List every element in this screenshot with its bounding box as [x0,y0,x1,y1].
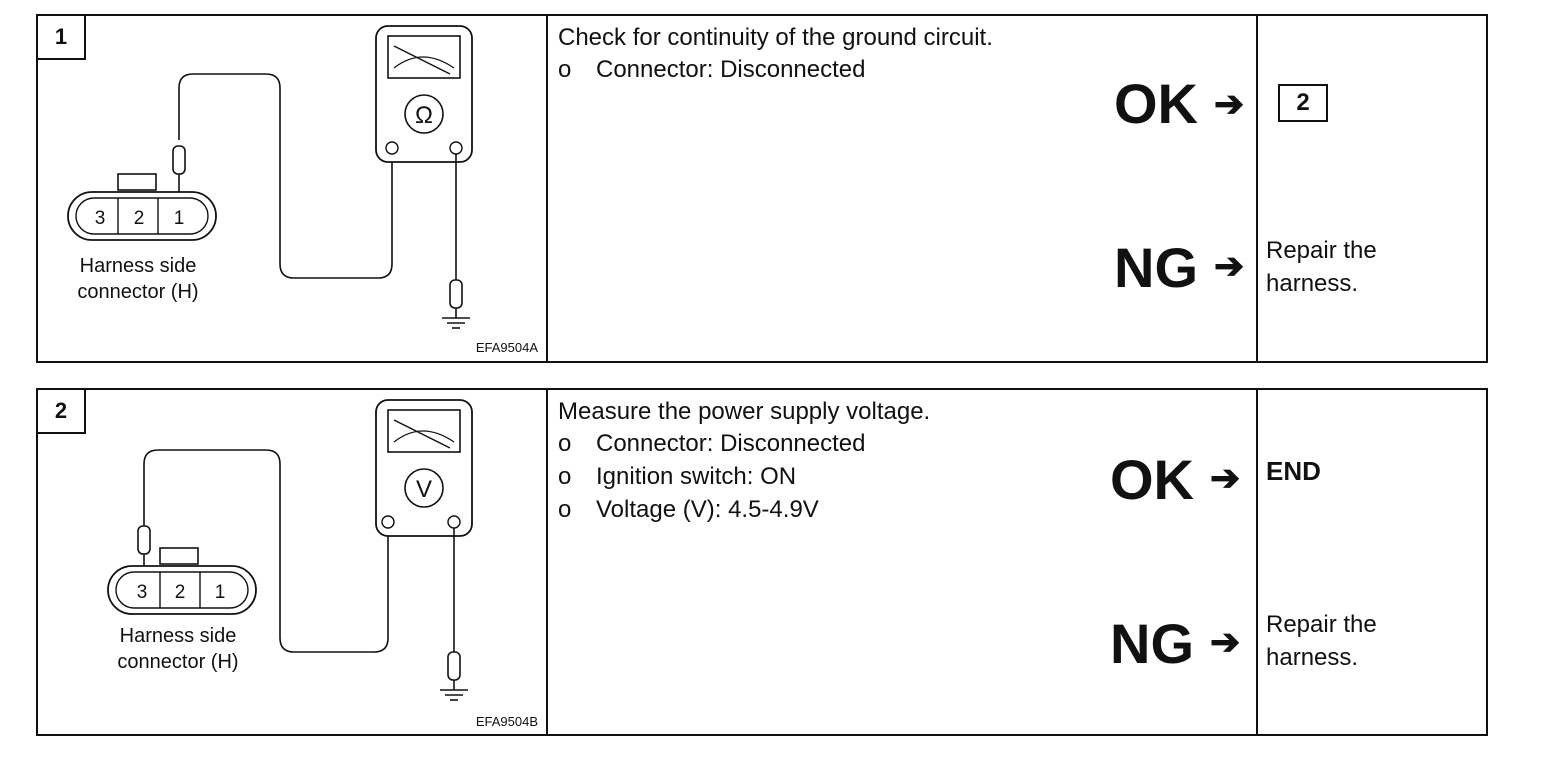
procedure-title: Check for continuity of the ground circu… [558,24,993,51]
ng-result-line1: Repair the [1266,611,1377,638]
probe-tip [137,525,151,555]
bullet: o [558,496,572,523]
step-2-wiring-diagram: 3 2 1 Harness side connector (H) V [107,399,538,729]
procedure-list: o Connector: Disconnected [558,56,865,89]
ok-label: OK [1110,448,1194,511]
connector-pin-2: 2 [134,208,145,229]
meter-symbol: Ω [415,102,433,129]
probe-wire [143,449,389,653]
ng-arrow-icon: ➔ [1210,621,1241,662]
procedure-item: o Voltage (V): 4.5-4.9V [558,496,865,529]
harness-connector: 3 2 1 [107,547,257,615]
procedure-item-text: Connector: Disconnected [596,430,866,457]
procedure-item: o Ignition switch: ON [558,463,865,496]
step-2-results: END Repair the harness. [1256,390,1488,734]
procedure-item-text: Voltage (V): 4.5-4.9V [596,496,819,523]
connector-pin-1: 1 [215,582,226,603]
meter-symbol: V [416,476,432,503]
ng-arrow-icon: ➔ [1214,245,1245,286]
ok-arrow-icon: ➔ [1210,457,1241,498]
ok-result-step-box: 2 [1278,84,1328,122]
procedure-item-text: Connector: Disconnected [596,56,866,83]
ng-label: NG [1114,236,1198,299]
step-2-panel: 2 3 2 1 Harness side connector (H) [36,388,1488,736]
procedure-item: o Connector: Disconnected [558,56,865,89]
connector-pin-2: 2 [175,582,186,603]
bullet: o [558,430,572,457]
step-2-figure: 2 3 2 1 Harness side connector (H) [38,390,548,734]
ohmmeter: Ω [375,25,473,163]
connector-caption-line2: connector (H) [77,281,198,303]
connector-caption-line1: Harness side [80,255,197,277]
ok-result-end: END [1266,456,1321,486]
procedure-item-text: Ignition switch: ON [596,463,797,490]
voltmeter: V [375,399,473,537]
connector-caption-line2: connector (H) [117,651,238,673]
ground-symbol [442,317,470,329]
step-1-wiring-diagram: 3 2 1 Harness side connector (H) Ω [67,25,538,355]
connector-caption-line1: Harness side [120,625,237,647]
connector-pin-3: 3 [137,582,148,603]
figure-code: EFA9504A [476,340,538,355]
connector-pin-3: 3 [95,208,106,229]
step-1-figure: 1 3 2 1 Harness side connector (H) [38,16,548,361]
probe-tip [172,145,186,175]
ng-result-line1: Repair the [1266,237,1377,264]
probe-wire [178,73,393,279]
ok-label: OK [1114,72,1198,135]
step-1-number: 1 [38,16,86,60]
ng-label: NG [1110,612,1194,675]
step-2-number: 2 [38,390,86,434]
connector-pin-1: 1 [174,208,185,229]
ng-result-line2: harness. [1266,644,1359,671]
procedure-title: Measure the power supply voltage. [558,398,931,425]
ground-symbol [440,689,468,701]
bullet: o [558,463,572,490]
step-1-results: 2 Repair the harness. [1256,16,1488,361]
ok-arrow-icon: ➔ [1214,83,1245,124]
procedure-item: o Connector: Disconnected [558,430,865,463]
step-1-panel: 1 3 2 1 Harness side connector (H) [36,14,1488,363]
ng-result-line2: harness. [1266,270,1359,297]
step-2-procedure: Measure the power supply voltage. o Conne… [548,390,1256,734]
figure-code: EFA9504B [476,714,538,729]
bullet: o [558,56,572,83]
step-1-procedure: Check for continuity of the ground circu… [548,16,1256,361]
harness-connector: 3 2 1 [67,173,217,241]
